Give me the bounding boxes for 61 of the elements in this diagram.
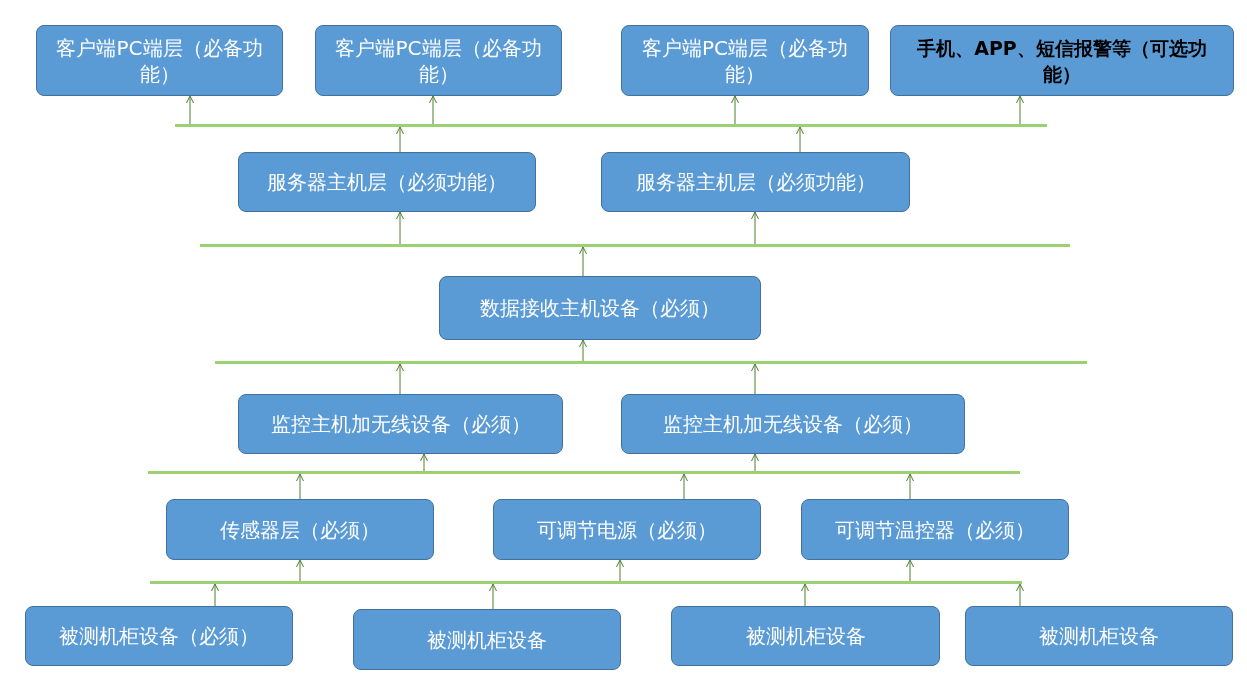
box-label: 可调节电源（必须） [537,516,717,543]
arrow [489,583,497,610]
arrow [211,583,219,607]
box-label: 监控主机加无线设备（必须） [663,411,923,437]
process-box [315,25,562,96]
process-box [965,606,1233,666]
process-box [166,499,434,560]
box-label: 服务器主机层（必须功能） [267,169,507,195]
box-label: 手机、APP、短信报警等（可选功能） [916,35,1208,87]
bus-line [200,244,1070,247]
process-box [621,394,965,454]
process-box [353,609,621,670]
box-label: 可调节温控器（必须） [835,516,1035,543]
box-label: 服务器主机层（必须功能） [635,169,876,195]
arrow [1016,583,1024,607]
arrow [616,559,624,582]
bus-line [175,124,1047,127]
bus-line [150,581,1022,584]
process-box [25,606,293,666]
arrow [579,339,587,362]
process-box [493,499,761,560]
arrow [796,126,804,153]
process-box [890,25,1234,96]
process-box [238,152,536,212]
bus-line [215,361,1087,364]
arrow [429,95,437,125]
arrow [751,453,759,472]
arrow [731,95,739,125]
process-box [439,276,761,340]
process-box [238,394,563,454]
box-label: 数据接收主机设备（必须） [480,295,720,321]
arrow [396,126,404,153]
arrow [801,583,809,607]
box-label: 客户端PC端层（必备功能） [641,34,849,87]
arrow [1016,95,1024,125]
process-box [671,606,940,666]
box-label: 监控主机加无线设备（必须） [270,411,531,437]
arrow [751,363,759,395]
box-label: 被测机柜设备 [427,626,547,653]
process-box [621,25,869,96]
arrow [579,246,587,277]
box-label: 被测机柜设备 [745,623,866,649]
process-box [801,499,1069,560]
bus-line [148,471,1020,474]
box-label: 被测机柜设备（必须） [59,623,259,649]
process-box [601,152,910,212]
arrow [680,473,688,500]
arrow [296,473,304,500]
box-label: 被测机柜设备 [1039,623,1159,649]
arrow [396,363,404,395]
arrow [396,211,404,245]
arrow [186,95,194,125]
process-box [36,25,283,96]
arrow [420,453,428,472]
box-label: 客户端PC端层（必备功能） [334,34,543,87]
arrow [296,559,304,582]
box-label: 传感器层（必须） [220,516,380,543]
arrow [906,473,914,500]
arrow [751,211,759,245]
arrow [906,559,914,582]
box-label: 客户端PC端层（必备功能） [55,34,264,87]
